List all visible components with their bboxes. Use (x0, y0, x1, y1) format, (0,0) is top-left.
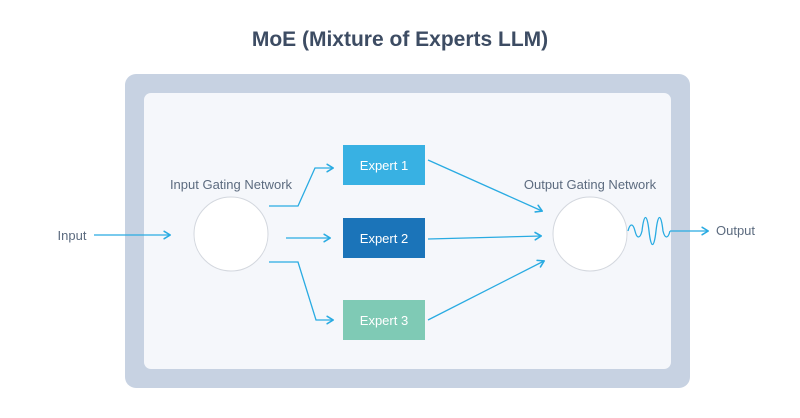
output-gating-node (552, 196, 628, 272)
output-gating-label: Output Gating Network (524, 177, 657, 192)
expert2-to-output-arrow (427, 231, 543, 241)
expert-3-label: Expert 3 (360, 313, 408, 328)
input-gating-node (193, 196, 269, 272)
output-signal-squiggle (627, 216, 671, 246)
expert-1-rect (343, 145, 425, 185)
expert1-to-output-arrow (427, 159, 544, 213)
output-label: Output (716, 223, 755, 238)
expert-1-box: Expert 1 (343, 145, 425, 185)
input-gating-label: Input Gating Network (170, 177, 293, 192)
expert-3-box: Expert 3 (343, 300, 425, 340)
expert-2-box: Expert 2 (343, 218, 425, 258)
gating-to-expert1-arrow (269, 163, 335, 207)
expert-3-rect (343, 300, 425, 340)
input-label: Input (58, 228, 87, 243)
expert-1-label: Expert 1 (360, 158, 408, 173)
expert3-to-output-arrow (427, 259, 546, 321)
expert-2-label: Expert 2 (360, 231, 408, 246)
gating-to-expert3-arrow (269, 261, 335, 325)
expert-2-rect (343, 218, 425, 258)
diagram-title: MoE (Mixture of Experts LLM) (252, 28, 548, 51)
